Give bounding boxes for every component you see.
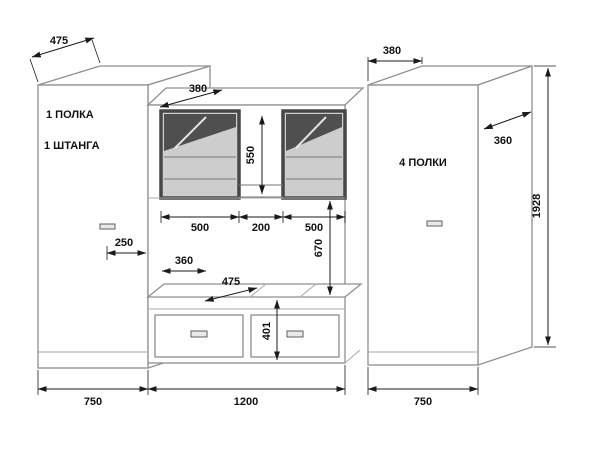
dimension-670: 670 [313, 200, 333, 296]
dimension-475-shelf: 475 [204, 276, 258, 302]
dim-arrow [204, 287, 258, 302]
left-drawer-handle [190, 330, 208, 338]
dim-value-middle-section: 200 [252, 222, 270, 234]
center-unit-base-depth-line [344, 349, 361, 364]
right-cabinet-side-face [477, 65, 533, 366]
dimension-500-200-500: 500 200 500 [160, 211, 346, 234]
left-cabinet-label-rod: 1 ШТАНГА [44, 140, 100, 152]
dim-value-drawer-height: 401 [261, 322, 273, 340]
right-cabinet-front-face [367, 84, 479, 366]
dimensions: 475 250 380 550 500 200 [29, 35, 556, 408]
ext-line [29, 58, 39, 83]
dim-value-right-depth: 360 [494, 135, 512, 147]
center-unit [146, 87, 365, 364]
dimension-left-depth: 475 [29, 35, 101, 83]
dimension-360-niche: 360 [161, 255, 207, 274]
tv-shelf-depth-line-2 [299, 283, 317, 298]
dimension-right-top-380: 380 [367, 45, 423, 81]
dim-value-left-depth: 475 [50, 35, 68, 47]
center-unit-top-face [146, 87, 365, 106]
left-glass-reflection [174, 116, 207, 149]
right-glass-reflection [295, 116, 327, 149]
dimension-401: 401 [261, 299, 280, 361]
dim-value-right-section: 500 [305, 222, 323, 234]
dim-value-left-section: 500 [191, 222, 209, 234]
dimension-height-1928: 1928 [531, 65, 556, 348]
dimension-250: 250 [106, 237, 147, 260]
right-cabinet-handle [426, 220, 443, 227]
right-drawer-handle [286, 330, 304, 338]
dim-value-right-width: 750 [414, 396, 432, 408]
dim-value-center-width: 1200 [234, 396, 258, 408]
dim-arrow [31, 37, 95, 58]
dim-value-left-width: 750 [84, 396, 102, 408]
right-glass-shade [286, 114, 342, 151]
dim-value-center-depth: 380 [189, 83, 207, 95]
left-cabinet-label-shelf: 1 ПОЛКА [46, 109, 94, 121]
tv-shelf-top-face [146, 283, 363, 298]
dim-value-glass-height: 550 [245, 146, 257, 164]
right-glass-cabinet [281, 109, 347, 200]
dim-value-niche-height: 670 [313, 239, 325, 257]
dimension-center-depth: 380 [159, 83, 223, 108]
ext-line [91, 39, 101, 64]
left-cabinet-front-face [37, 84, 149, 369]
dim-arrow [159, 89, 223, 108]
left-glass-cabinet [159, 109, 241, 200]
dimension-550: 550 [245, 115, 265, 195]
dim-arrow [483, 111, 532, 130]
dim-value-right-top-depth: 380 [383, 45, 401, 57]
dimension-right-depth-360: 360 [483, 111, 532, 147]
dim-value-niche-depth: 360 [175, 255, 193, 267]
right-cabinet: 4 ПОЛКИ [367, 65, 533, 366]
dim-value-250: 250 [115, 237, 133, 249]
dim-value-height: 1928 [531, 194, 543, 218]
dimension-bottom-widths: 750 1200 750 [37, 365, 479, 408]
dim-value-shelf-depth: 475 [222, 276, 240, 288]
left-cabinet-handle [99, 223, 116, 230]
right-cabinet-label-shelves: 4 ПОЛКИ [399, 157, 447, 169]
